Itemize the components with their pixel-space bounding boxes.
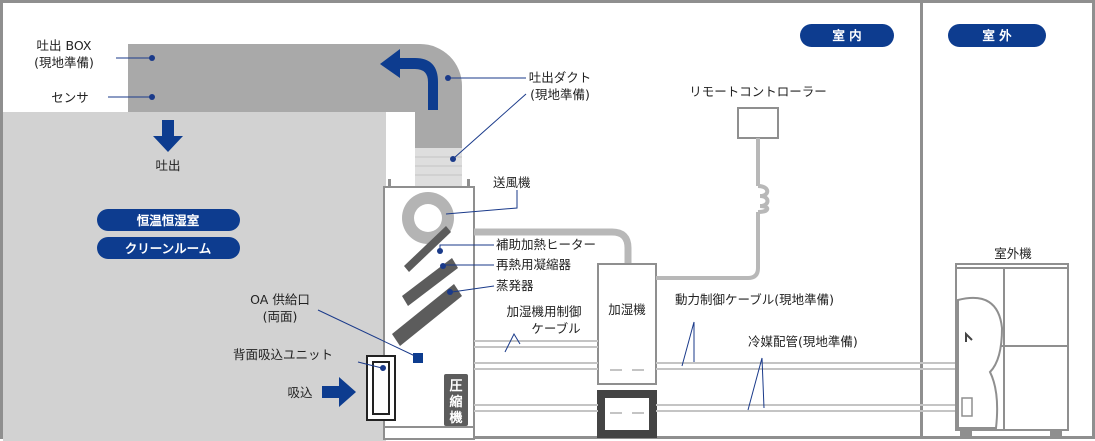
outdoor-zone-pill	[948, 24, 1046, 47]
leader-humidifier-cable	[504, 332, 521, 353]
unit-lug	[467, 179, 470, 187]
humidifier-control-cable	[474, 340, 598, 348]
humidifier-label: 加湿機	[608, 302, 646, 317]
leader-dot	[437, 248, 443, 254]
evaporator-coil	[392, 284, 462, 346]
reheat-condenser-coil	[402, 258, 458, 306]
room-tag-constant: 恒温恒湿室	[137, 213, 200, 228]
discharge-arrow	[153, 120, 183, 152]
label-outlet-box: 吐出 BOX	[37, 38, 92, 53]
outdoor-valve	[965, 331, 973, 342]
label-remote-controller: リモートコントローラー	[689, 84, 827, 99]
compressor-char: 圧	[449, 379, 462, 394]
duct-airflow-arrow	[380, 49, 438, 110]
room-tag-pill	[97, 237, 240, 259]
room-tag-pill	[97, 209, 240, 231]
label-intake: 吸込	[287, 385, 313, 400]
label-reheat-condenser: 再熱用凝縮器	[496, 257, 572, 272]
outdoor-frame	[921, 0, 1095, 439]
label-outlet-duct: 吐出ダクト	[529, 70, 592, 85]
leader-dot	[450, 156, 456, 162]
intake-arrow	[322, 377, 356, 407]
outdoor-foot	[1050, 430, 1062, 438]
leader-evaporator	[451, 285, 495, 293]
outlet-box	[128, 44, 204, 112]
indoor-zone-pill	[800, 24, 894, 47]
leader-dot	[380, 365, 386, 371]
humidifier-hose	[474, 228, 632, 264]
indoor-zone-label: 室 内	[832, 28, 861, 43]
blower-fan-hub	[414, 204, 442, 232]
label-discharge: 吐出	[155, 158, 180, 173]
compressor-char: 縮	[449, 394, 462, 410]
compressor-char: 機	[449, 410, 462, 426]
leader-dot	[440, 263, 446, 269]
power-cable-inner	[474, 362, 598, 370]
unit-lug	[388, 179, 391, 187]
label-oa-inlet: OA 供給口	[250, 292, 310, 307]
leader-dot	[445, 75, 451, 81]
label-oa-inlet-note: (両面)	[263, 309, 298, 324]
leader-power-cable	[681, 321, 695, 367]
compressor	[444, 374, 468, 426]
power-cable-outer	[656, 362, 958, 370]
leader-dot	[149, 55, 155, 61]
label-sensor: センサ	[51, 90, 89, 105]
label-outdoor-unit: 室外機	[994, 246, 1032, 261]
leader-dot	[149, 94, 155, 100]
remote-cable-run	[656, 212, 760, 280]
label-outlet-duct-note: (現地準備)	[530, 87, 590, 102]
remote-cable-coil	[757, 184, 770, 214]
label-power-control-cable: 動力制御ケーブル(現地準備)	[675, 292, 834, 307]
aux-heater-coil	[404, 226, 451, 272]
leader-duct-joint	[453, 93, 527, 159]
label-humidifier-cable-2: ケーブル	[531, 321, 580, 336]
leader-refrigerant	[747, 357, 765, 411]
label-blower: 送風機	[493, 175, 531, 190]
remote-controller	[737, 107, 779, 139]
outdoor-unit-divider	[1003, 267, 1008, 431]
oa-inlet-port	[413, 353, 423, 363]
rear-intake-filter	[372, 361, 390, 415]
label-rear-intake-unit: 背面吸込ユニット	[233, 347, 333, 362]
label-outlet-box-note: (現地準備)	[34, 55, 94, 70]
outdoor-service-port	[961, 397, 973, 417]
indoor-unit-base	[383, 426, 475, 440]
humidifier-stand	[597, 390, 657, 438]
flexible-joint	[415, 148, 462, 186]
outdoor-zone-label: 室 外	[982, 28, 1012, 43]
room-tag-clean: クリーンルーム	[125, 241, 212, 256]
outdoor-foot	[960, 430, 972, 438]
label-aux-heater: 補助加熱ヒーター	[496, 237, 596, 252]
outdoor-unit-cutaway	[957, 296, 1004, 429]
leader-dot	[447, 289, 453, 295]
leader-oa-inlet	[317, 309, 416, 357]
label-refrigerant-piping: 冷媒配管(現地準備)	[748, 334, 858, 349]
humidifier	[597, 263, 657, 385]
label-evaporator: 蒸発器	[496, 278, 534, 293]
leader-blower	[445, 190, 518, 215]
refrigerant-pipe	[474, 404, 958, 412]
label-humidifier-cable: 加湿機用制御	[506, 304, 581, 319]
leader-rear-intake	[357, 361, 383, 369]
